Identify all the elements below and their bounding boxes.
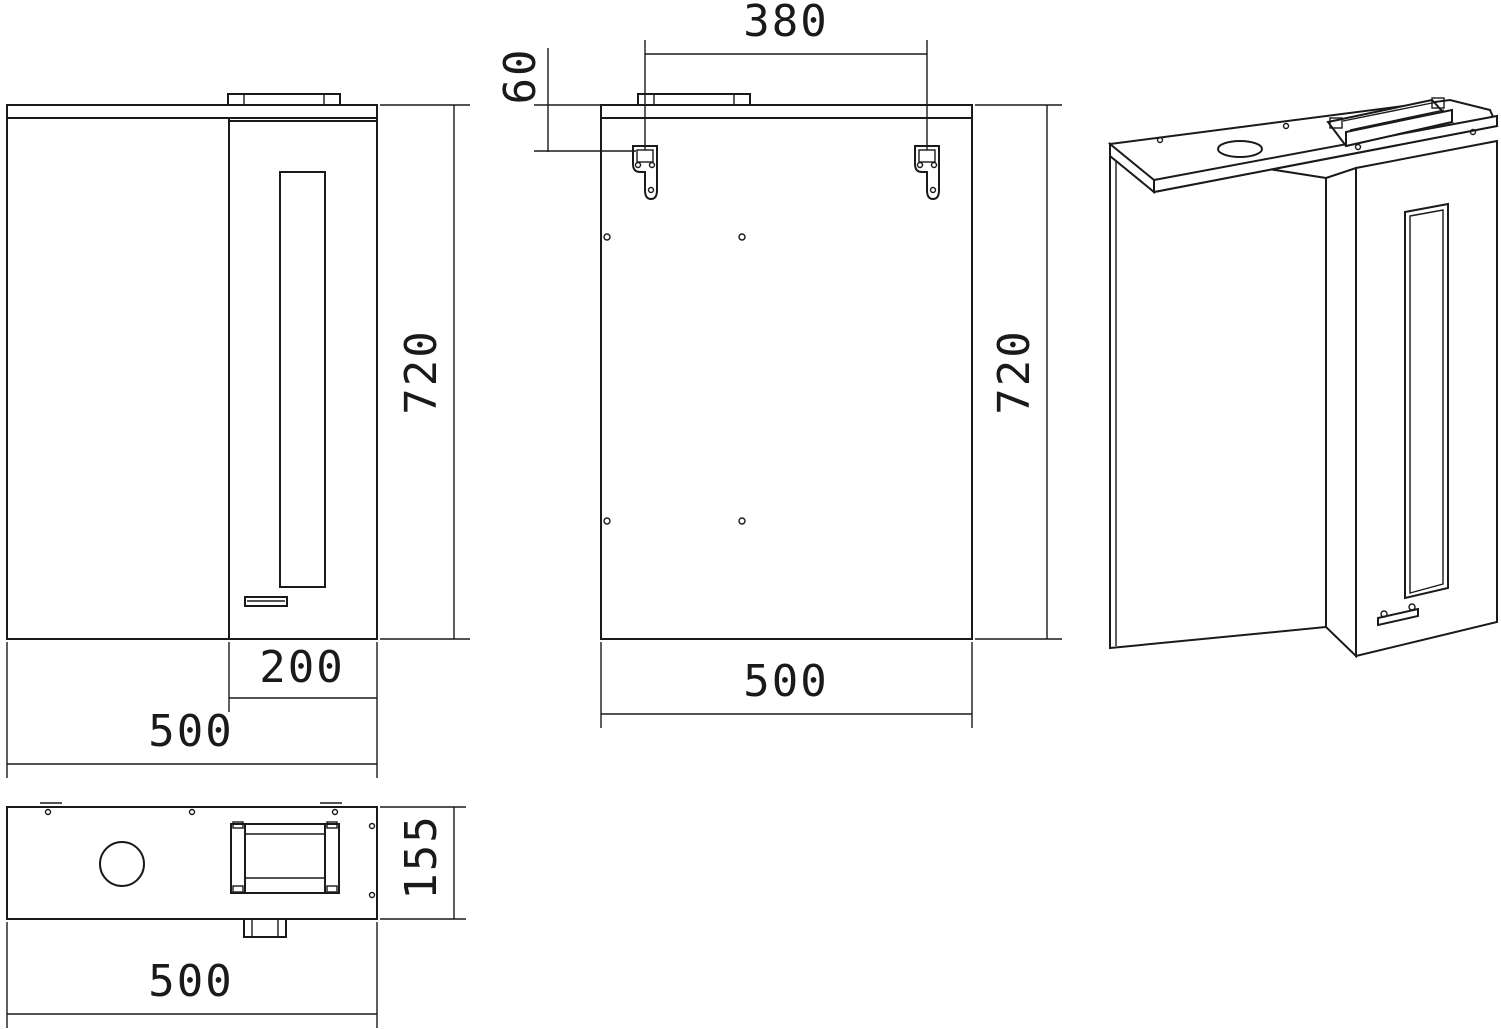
front-dimensions: 720 200 500 bbox=[6, 104, 470, 778]
top-width-label: 500 bbox=[148, 956, 233, 1007]
front-top-lamp bbox=[227, 93, 341, 106]
back-dimensions: 380 60 720 500 bbox=[495, 0, 1062, 728]
left-hang-hook bbox=[632, 145, 658, 201]
hook-spacing-label: 380 bbox=[743, 0, 828, 47]
top-depth-label: 155 bbox=[396, 814, 447, 899]
front-width-label: 500 bbox=[148, 706, 233, 757]
front-height-label: 720 bbox=[396, 329, 447, 414]
back-screw-hole bbox=[738, 517, 746, 525]
iso-top-lamp bbox=[1326, 97, 1454, 148]
iso-door-mirror-strip bbox=[1404, 202, 1449, 600]
top-panel-outline bbox=[6, 806, 378, 920]
iso-door-handle bbox=[1377, 607, 1419, 627]
back-panel bbox=[600, 104, 973, 640]
back-view bbox=[600, 93, 973, 640]
front-door-mirror-strip bbox=[279, 171, 326, 588]
iso-right-door bbox=[1355, 139, 1498, 658]
top-dimensions: 155 500 bbox=[6, 806, 466, 1028]
back-top-lamp bbox=[637, 93, 751, 106]
back-screw-hole bbox=[738, 233, 746, 241]
back-screw-hole bbox=[603, 517, 611, 525]
front-left-door bbox=[6, 117, 230, 640]
front-door-handle bbox=[244, 596, 288, 607]
back-screw-hole bbox=[603, 233, 611, 241]
back-width-label: 500 bbox=[743, 656, 828, 707]
top-handle-profile bbox=[243, 918, 287, 938]
right-hang-hook bbox=[914, 145, 940, 201]
iso-left-door bbox=[1109, 142, 1327, 650]
top-view bbox=[6, 802, 378, 938]
front-view bbox=[6, 93, 378, 640]
front-door-width-label: 200 bbox=[259, 642, 344, 693]
front-top-panel bbox=[6, 104, 378, 119]
hook-offset-label: 60 bbox=[495, 48, 546, 105]
top-cable-hole bbox=[99, 841, 145, 887]
top-lamp bbox=[230, 823, 340, 894]
iso-cable-hole bbox=[1217, 140, 1263, 158]
front-right-door bbox=[228, 117, 378, 640]
back-height-label: 720 bbox=[989, 329, 1040, 414]
isometric-view bbox=[1107, 97, 1499, 659]
